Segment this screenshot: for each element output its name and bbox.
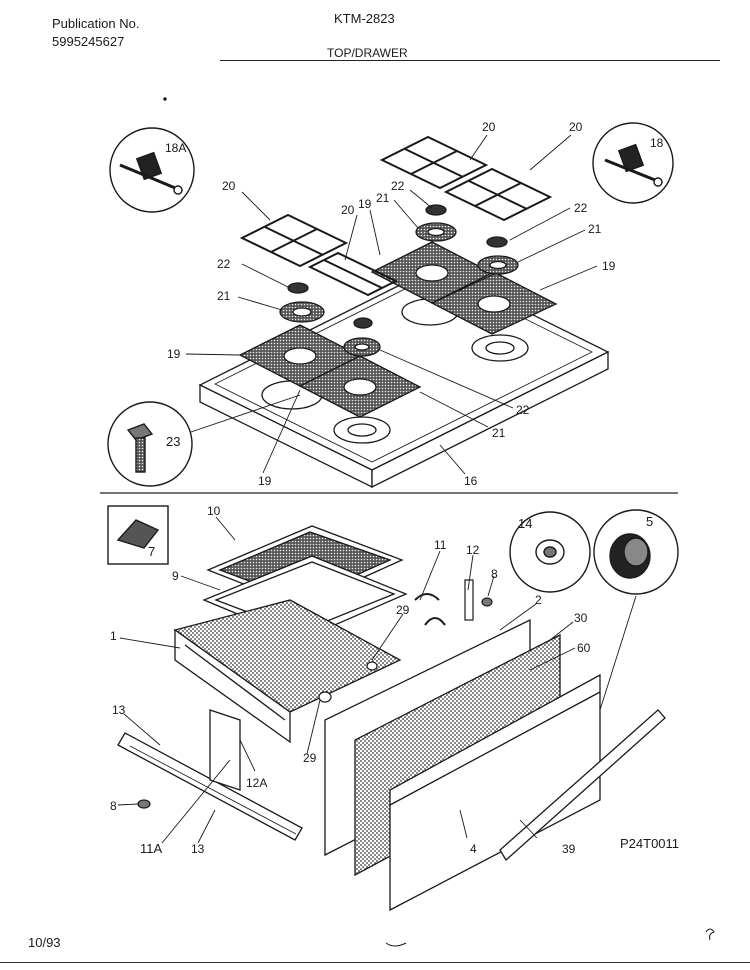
date-code: 10/93 bbox=[28, 935, 61, 950]
grate-rear-right bbox=[443, 167, 553, 222]
callout-10: 10 bbox=[207, 504, 221, 518]
detail-circle-18 bbox=[592, 122, 674, 204]
leader-lines-bottom bbox=[117, 516, 637, 844]
callout-19: 19 bbox=[358, 197, 372, 211]
grate-left-rear bbox=[307, 251, 399, 297]
callout-19: 19 bbox=[258, 474, 272, 488]
callout-11a: 11A bbox=[140, 841, 162, 856]
callout-22: 22 bbox=[391, 179, 405, 193]
callout-18a: 18A bbox=[165, 141, 186, 155]
callout-22: 22 bbox=[516, 403, 530, 417]
callout-39: 39 bbox=[562, 842, 576, 856]
scan-marks bbox=[163, 97, 715, 947]
callout-16: 16 bbox=[464, 474, 478, 488]
callout-14: 14 bbox=[518, 516, 532, 531]
callout-8: 8 bbox=[110, 799, 117, 813]
callout-7: 7 bbox=[148, 544, 155, 559]
callout-29: 29 bbox=[303, 751, 317, 765]
detail-box-7 bbox=[107, 505, 169, 565]
burner-pans bbox=[238, 241, 558, 418]
small-hardware bbox=[137, 579, 493, 809]
callout-20: 20 bbox=[482, 120, 496, 134]
detail-circle-18a bbox=[109, 127, 195, 213]
callout-9: 9 bbox=[172, 569, 179, 583]
callout-8: 8 bbox=[491, 567, 498, 581]
callout-13: 13 bbox=[112, 703, 126, 717]
drawer-body bbox=[173, 599, 402, 744]
detail-circle-14 bbox=[509, 511, 591, 593]
callout-21: 21 bbox=[217, 289, 231, 303]
publication-label: Publication No. bbox=[52, 16, 140, 31]
callout-30: 30 bbox=[574, 611, 588, 625]
drawer-rail bbox=[117, 709, 303, 841]
callout-20: 20 bbox=[569, 120, 583, 134]
callout-13: 13 bbox=[191, 842, 205, 856]
drawer-front bbox=[389, 673, 601, 912]
drawer-handle bbox=[499, 709, 666, 862]
callout-29: 29 bbox=[396, 603, 410, 617]
callout-60: 60 bbox=[577, 641, 591, 655]
callout-labels: 20 20 18A 18 20 22 21 20 19 22 21 22 19 … bbox=[110, 120, 679, 856]
publication-number: 5995245627 bbox=[52, 34, 125, 49]
callout-23: 23 bbox=[166, 434, 180, 449]
callout-19: 19 bbox=[167, 347, 181, 361]
model-number: KTM-2823 bbox=[334, 11, 395, 26]
callout-22: 22 bbox=[574, 201, 588, 215]
burner-grates bbox=[239, 135, 553, 297]
drawer-panels bbox=[324, 618, 601, 912]
callout-20: 20 bbox=[222, 179, 236, 193]
section-title: TOP/DRAWER bbox=[327, 46, 408, 60]
callout-19: 19 bbox=[602, 259, 616, 273]
callout-18: 18 bbox=[650, 136, 664, 150]
leader-lines-top bbox=[185, 134, 598, 475]
callout-22: 22 bbox=[217, 257, 231, 271]
grate-rear-left bbox=[379, 135, 489, 190]
callout-4: 4 bbox=[470, 842, 477, 856]
figure-code: P24T0011 bbox=[620, 836, 679, 851]
grate-left bbox=[239, 213, 349, 268]
header-rule bbox=[220, 60, 720, 61]
callout-20: 20 bbox=[341, 203, 355, 217]
detail-circle-5 bbox=[593, 509, 679, 595]
burner-rings-and-caps bbox=[279, 204, 519, 357]
detail-circle-23 bbox=[107, 401, 193, 487]
callout-12: 12 bbox=[466, 543, 480, 557]
callout-2: 2 bbox=[535, 593, 542, 607]
callout-12a: 12A bbox=[246, 776, 267, 790]
cooktop-body bbox=[198, 266, 610, 471]
callout-5: 5 bbox=[646, 514, 653, 529]
callout-21: 21 bbox=[376, 191, 390, 205]
callout-11: 11 bbox=[434, 538, 447, 552]
callout-21: 21 bbox=[492, 426, 506, 440]
callout-1: 1 bbox=[110, 629, 117, 643]
callout-21: 21 bbox=[588, 222, 602, 236]
footer-rule bbox=[0, 962, 750, 963]
